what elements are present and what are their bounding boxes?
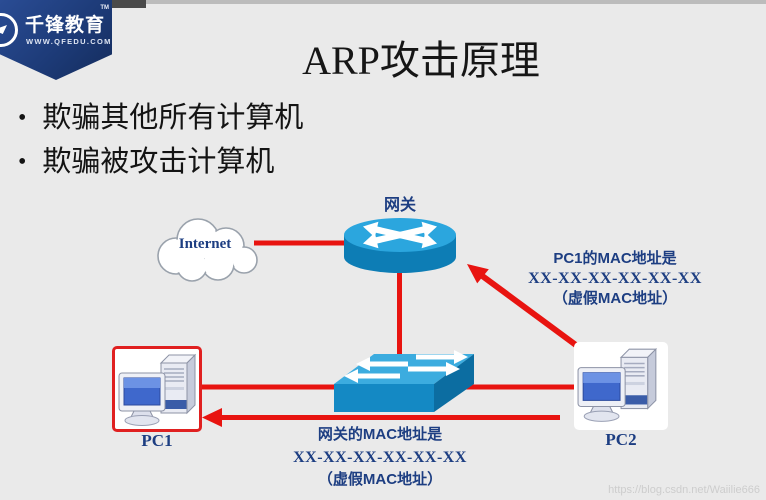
pc2-label: PC2 (605, 430, 637, 449)
qfedu-logo-icon (0, 13, 18, 47)
pc1-label: PC1 (141, 431, 173, 450)
annotation-line: PC1的MAC地址是 (553, 250, 677, 267)
pc2-computer-icon (577, 347, 658, 422)
annotation-line: （虚假MAC地址） (317, 471, 443, 488)
logo-trademark: TM (100, 5, 109, 11)
annotation-line: （虚假MAC地址） (552, 290, 678, 307)
bird-icon (0, 25, 7, 34)
qfedu-logo-badge: 千锋教育 TM WWW.QFEDU.COM (0, 0, 112, 80)
player-progress-handle[interactable] (108, 0, 146, 8)
pc2-node (574, 342, 668, 430)
switch-arrows-icon (344, 350, 468, 383)
annotation-line: XX-XX-XX-XX-XX-XX (528, 270, 702, 287)
router-icon (344, 218, 456, 273)
bullet-item: • 欺骗其他所有计算机 (10, 98, 303, 138)
gateway-label: 网关 (383, 197, 416, 214)
logo-brand-text: 千锋教育 (25, 15, 106, 36)
bullet-dot: • (18, 149, 27, 175)
bullet-dot: • (18, 105, 27, 131)
page-title: ARP攻击原理 (302, 38, 540, 83)
internet-label: Internet (178, 236, 232, 252)
player-progress-track[interactable] (0, 0, 766, 4)
csdn-watermark: https://blog.csdn.net/Waiilie666 (608, 484, 760, 496)
bullet-list: • 欺骗其他所有计算机 • 欺骗被攻击计算机 (10, 98, 303, 186)
pc1-computer-icon (118, 353, 197, 426)
pc1-node (112, 346, 202, 432)
bullet-text: 欺骗被攻击计算机 (42, 146, 275, 178)
annotation-line: 网关的MAC地址是 (317, 426, 443, 443)
logo-website: WWW.QFEDU.COM (26, 37, 112, 46)
annotation-gateway-mac: 网关的MAC地址是 XX-XX-XX-XX-XX-XX （虚假MAC地址） (272, 424, 488, 492)
bullet-item: • 欺骗被攻击计算机 (10, 142, 303, 182)
switch-icon (334, 350, 474, 412)
internet-cloud-icon (157, 218, 258, 282)
annotation-line: XX-XX-XX-XX-XX-XX (293, 448, 467, 466)
annotation-pc1-mac: PC1的MAC地址是 XX-XX-XX-XX-XX-XX （虚假MAC地址） (520, 249, 710, 309)
bullet-text: 欺骗其他所有计算机 (42, 102, 304, 134)
